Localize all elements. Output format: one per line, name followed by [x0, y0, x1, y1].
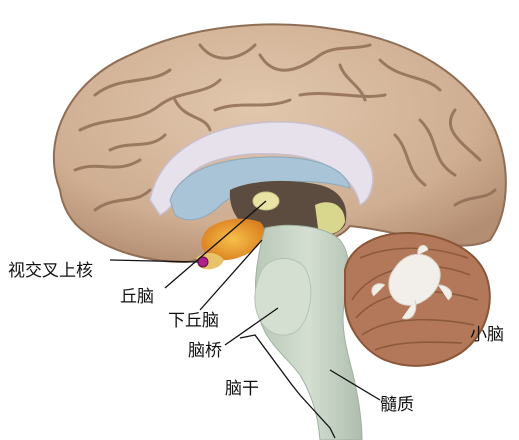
pons-region — [255, 258, 311, 335]
label-brainstem: 脑干 — [225, 379, 259, 399]
label-thalamus: 丘脑 — [120, 287, 154, 307]
label-suprachiasmatic: 视交叉上核 — [8, 261, 93, 281]
brainstem-region — [255, 225, 362, 440]
label-pons: 脑桥 — [188, 341, 222, 361]
label-medulla: 髓质 — [380, 395, 414, 415]
label-hypothalamus: 下丘脑 — [168, 311, 219, 331]
label-cerebellum: 小脑 — [470, 325, 504, 345]
cerebellum-region — [345, 233, 490, 366]
